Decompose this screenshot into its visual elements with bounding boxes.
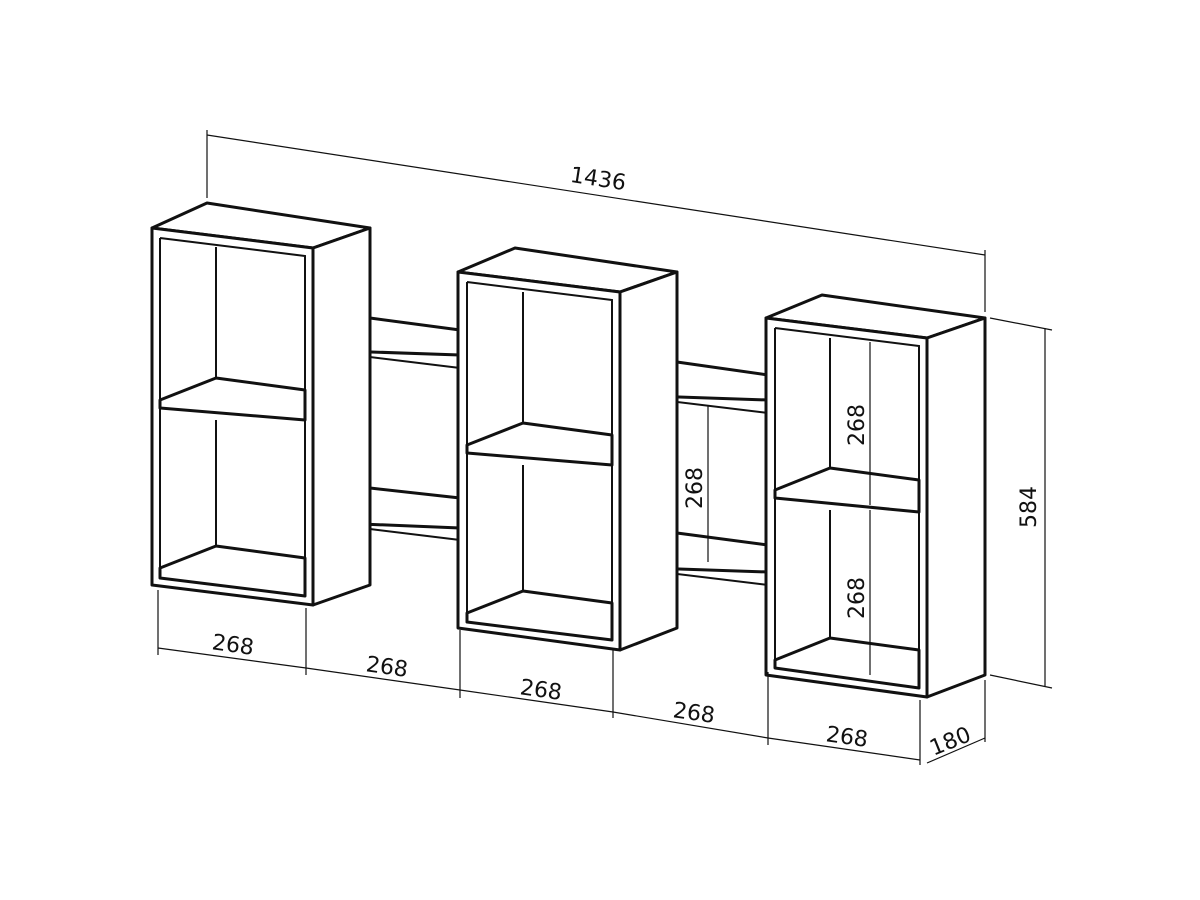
label-shelf-height-3: 268 <box>845 577 870 619</box>
dimension-overall-height: 584 <box>989 317 1053 689</box>
label-width-1: 268 <box>210 630 255 661</box>
cabinet-left <box>150 201 372 607</box>
label-shelf-height-1: 268 <box>683 467 708 509</box>
label-width-3: 268 <box>518 675 563 706</box>
label-overall-width: 1436 <box>568 163 627 196</box>
dimension-shelf-heights: 268 268 268 <box>683 342 871 675</box>
label-overall-height: 584 <box>1017 486 1042 528</box>
label-depth: 180 <box>926 723 974 762</box>
dimension-bottom-widths: 268 268 268 268 268 <box>157 590 921 765</box>
label-width-4: 268 <box>671 698 716 729</box>
label-width-2: 268 <box>364 652 409 683</box>
cabinet-middle <box>456 246 679 652</box>
label-width-5: 268 <box>824 722 869 753</box>
label-shelf-height-2: 268 <box>845 404 870 446</box>
cabinet-right <box>764 293 987 699</box>
